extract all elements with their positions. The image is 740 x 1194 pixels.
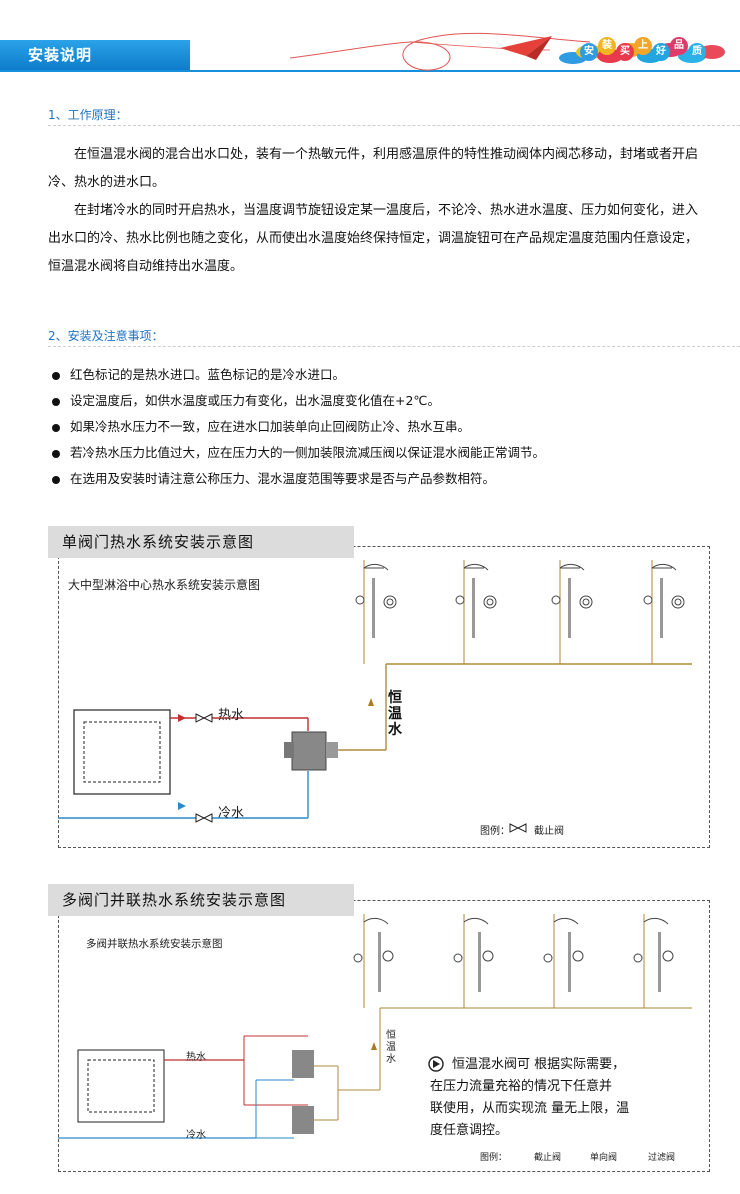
legend-check-valve: 单向阀 (590, 1153, 618, 1163)
slogan-char: 安 (580, 43, 598, 61)
paragraph: 在恒温混水阀的混合出水口处，装有一个热敏元件，利用感温原件的特性推动阀体内阀芯移… (48, 147, 699, 190)
cold-water-label: 冷水 (186, 1130, 206, 1141)
legend-prefix: 图例： (480, 1153, 508, 1163)
bullet-icon (52, 449, 60, 458)
header-banner: 安装说明 安 装 买 上 好 品 质 (0, 0, 740, 80)
diagram-single-valve (58, 546, 710, 848)
header-underline (0, 70, 740, 72)
diagram2-schematic (58, 914, 692, 1139)
bullet-icon (52, 371, 60, 380)
list-item: 设定温度后，如供水温度或压力有变化，出水温度变化值在+2℃。 (52, 388, 545, 414)
section-heading-working-principle: 1、工作原理： (48, 108, 128, 122)
cold-water-label: 冷水 (218, 806, 245, 821)
legend-stop-valve: 截止阀 (534, 1153, 562, 1163)
list-item: 红色标记的是热水进口。蓝色标记的是冷水进口。 (52, 362, 545, 388)
constant-water-label: 恒温水 (386, 1030, 396, 1065)
paragraph: 在封堵冷水的同时开启热水，当温度调节旋钮设定某一温度后，不论冷、热水进水温度、压… (48, 203, 699, 274)
legend-stop-valve: 截止阀 (534, 826, 564, 837)
diagram-multi-valve (58, 900, 710, 1172)
slogan: 安 装 买 上 好 品 质 (580, 37, 730, 63)
constant-water-label: 恒温水 (388, 690, 402, 738)
title-tab (0, 40, 190, 72)
slogan-char: 好 (652, 43, 670, 61)
list-item: 如果冷热水压力不一致，应在进水口加装单向止回阀防止冷、热水互串。 (52, 414, 545, 440)
slogan-char: 品 (670, 37, 688, 55)
slogan-char: 买 (616, 43, 634, 61)
page-title: 安装说明 (28, 46, 93, 64)
diagram1-schematic (58, 560, 692, 833)
parallel-note: 恒温混水阀可 根据实际需要， 在压力流量充裕的情况下任意并 联使用，从而实现流 … (430, 1057, 630, 1138)
legend-filter-valve: 过滤阀 (648, 1153, 676, 1163)
slogan-char: 质 (688, 43, 706, 61)
slogan-char: 上 (634, 37, 652, 55)
diagram-title-bar: 单阀门热水系统安装示意图 (48, 526, 354, 558)
diagram-subtitle: 大中型淋浴中心热水系统安装示意图 (68, 578, 261, 592)
diagram-subtitle: 多阀并联热水系统安装示意图 (86, 938, 223, 950)
divider (48, 346, 740, 347)
notes-list: 红色标记的是热水进口。蓝色标记的是冷水进口。 设定温度后，如供水温度或压力有变化… (52, 362, 545, 492)
slogan-char: 装 (598, 37, 616, 55)
section-heading-installation-notes: 2、安装及注意事项： (48, 329, 164, 343)
divider (48, 125, 740, 126)
hot-water-label: 热水 (186, 1052, 206, 1063)
hot-water-label: 热水 (218, 708, 245, 723)
legend-prefix: 图例： (480, 826, 510, 837)
list-item: 若冷热水压力比值过大，应在压力大的一侧加装限流减压阀以保证混水阀能正常调节。 (52, 440, 545, 466)
bullet-icon (52, 475, 60, 484)
bullet-icon (52, 423, 60, 432)
list-item: 在选用及安装时请注意公称压力、混水温度范围等要求是否与产品参数相符。 (52, 466, 545, 492)
diagram-title-bar: 多阀门并联热水系统安装示意图 (48, 884, 354, 916)
bullet-icon (52, 397, 60, 406)
